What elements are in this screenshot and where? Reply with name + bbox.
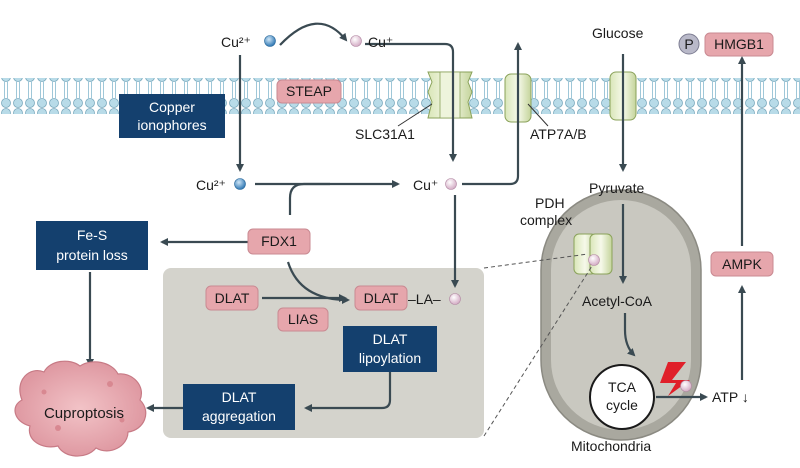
dlat-right-label: DLAT — [364, 290, 399, 306]
tca-label-2: cycle — [606, 397, 638, 413]
cu1-ion-mid — [445, 178, 457, 190]
ampk-label: AMPK — [722, 256, 762, 272]
lias-label: LIAS — [288, 311, 318, 327]
steap-label: STEAP — [286, 83, 332, 99]
dlat-left-label: DLAT — [215, 290, 250, 306]
cu2-label-top: Cu²⁺ — [221, 34, 251, 50]
cu-ion-tca — [680, 380, 692, 392]
cu2-ion-mid — [234, 178, 246, 190]
dlat-lipoylation-label-2: lipoylation — [359, 350, 421, 366]
mitochondria-label: Mitochondria — [571, 438, 651, 454]
cu1-label-top: Cu⁺ — [368, 34, 393, 50]
steap-box: STEAP — [276, 79, 342, 104]
glucose-label: Glucose — [592, 25, 644, 41]
cu2-label-mid: Cu²⁺ — [196, 177, 226, 193]
atp7ab-leader — [527, 103, 549, 127]
slc31a1-leader — [397, 103, 433, 127]
dlat-left-box: DLAT — [205, 285, 259, 311]
cu2-ion-top — [264, 35, 276, 47]
dlat-lipoylation-label-1: DLAT — [373, 331, 408, 347]
cuproptosis-label: Cuproptosis — [44, 405, 124, 422]
dlat-aggregation-label-2: aggregation — [202, 408, 276, 424]
fes-label-2: protein loss — [56, 247, 128, 263]
hmgb1-label: HMGB1 — [714, 36, 764, 52]
fes-label-1: Fe-S — [77, 227, 107, 243]
lias-box: LIAS — [277, 307, 329, 332]
dlat-right-box: DLAT — [354, 285, 408, 311]
pyruvate-label: Pyruvate — [589, 180, 644, 196]
pdh-label-2: complex — [520, 212, 572, 228]
pdh-complex-channel — [573, 233, 613, 275]
fdx1-label: FDX1 — [261, 233, 297, 249]
hmgb1-box: HMGB1 — [704, 32, 774, 57]
p-label: P — [684, 36, 693, 52]
copper-ionophores-label-2: ionophores — [137, 117, 206, 133]
cu-ion-pdh — [588, 254, 600, 266]
cu1-ion-top — [350, 35, 362, 47]
cu-ion-dlat — [449, 293, 461, 305]
pdh-label-1: PDH — [535, 195, 565, 211]
dlat-lipoylation-box: DLAT lipoylation — [343, 326, 437, 372]
cu1-label-mid: Cu⁺ — [413, 177, 438, 193]
fdx1-box: FDX1 — [247, 228, 311, 255]
acetyl-coa-label: Acetyl-CoA — [582, 293, 653, 309]
copper-ionophores-box: Copper ionophores — [119, 94, 225, 138]
zoom-lines — [483, 253, 593, 437]
ampk-box: AMPK — [710, 251, 774, 277]
slc31a1-channel — [427, 71, 473, 119]
cuproptosis-cell: Cuproptosis — [14, 360, 147, 457]
p-badge: P — [678, 33, 700, 55]
fes-protein-loss-box: Fe-S protein loss — [36, 221, 148, 270]
copper-ionophores-label-1: Copper — [149, 99, 195, 115]
arrows — [86, 22, 746, 412]
dlat-aggregation-box: DLAT aggregation — [183, 384, 295, 430]
lightning-icon — [660, 362, 690, 396]
tca-cycle: TCA cycle — [589, 364, 655, 430]
atp-label: ATP ↓ — [712, 389, 749, 405]
tca-label-1: TCA — [608, 379, 637, 395]
la-label: –LA– — [408, 291, 441, 307]
slc31a1-label: SLC31A1 — [355, 126, 415, 142]
dlat-aggregation-label-1: DLAT — [222, 389, 257, 405]
atp7ab-label: ATP7A/B — [530, 126, 587, 142]
